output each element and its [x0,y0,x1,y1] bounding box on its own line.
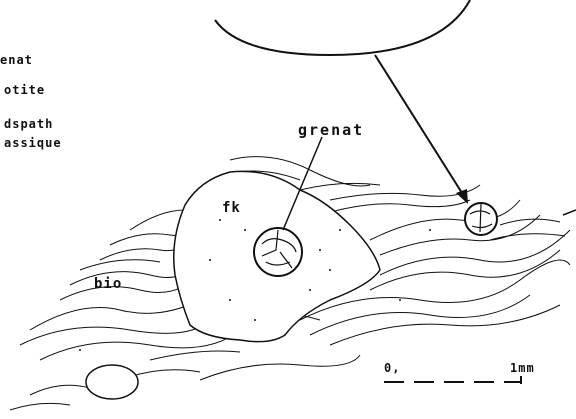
legend-item-biotite: otite [4,83,45,97]
small-grain [86,365,138,399]
scale-end-label: 1mm [510,361,535,375]
legend-item-feldspath: dspath [4,117,53,131]
matrix-garnet-icon [465,203,497,235]
label-bio: bio [94,276,122,292]
legend-item-potassique: assique [4,136,62,150]
magnifier-callout [215,0,470,55]
label-fk: fk [222,200,241,216]
garnet-crystal-icon [254,228,302,276]
legend: enat otite dspath assique [0,53,62,150]
scale-bar: 0, 1mm [384,361,535,384]
callout-line [375,55,462,193]
label-grenat: grenat [298,121,364,139]
edge-tick [563,210,576,215]
legend-item-grenat: enat [0,53,33,67]
scale-start-label: 0, [384,361,400,375]
